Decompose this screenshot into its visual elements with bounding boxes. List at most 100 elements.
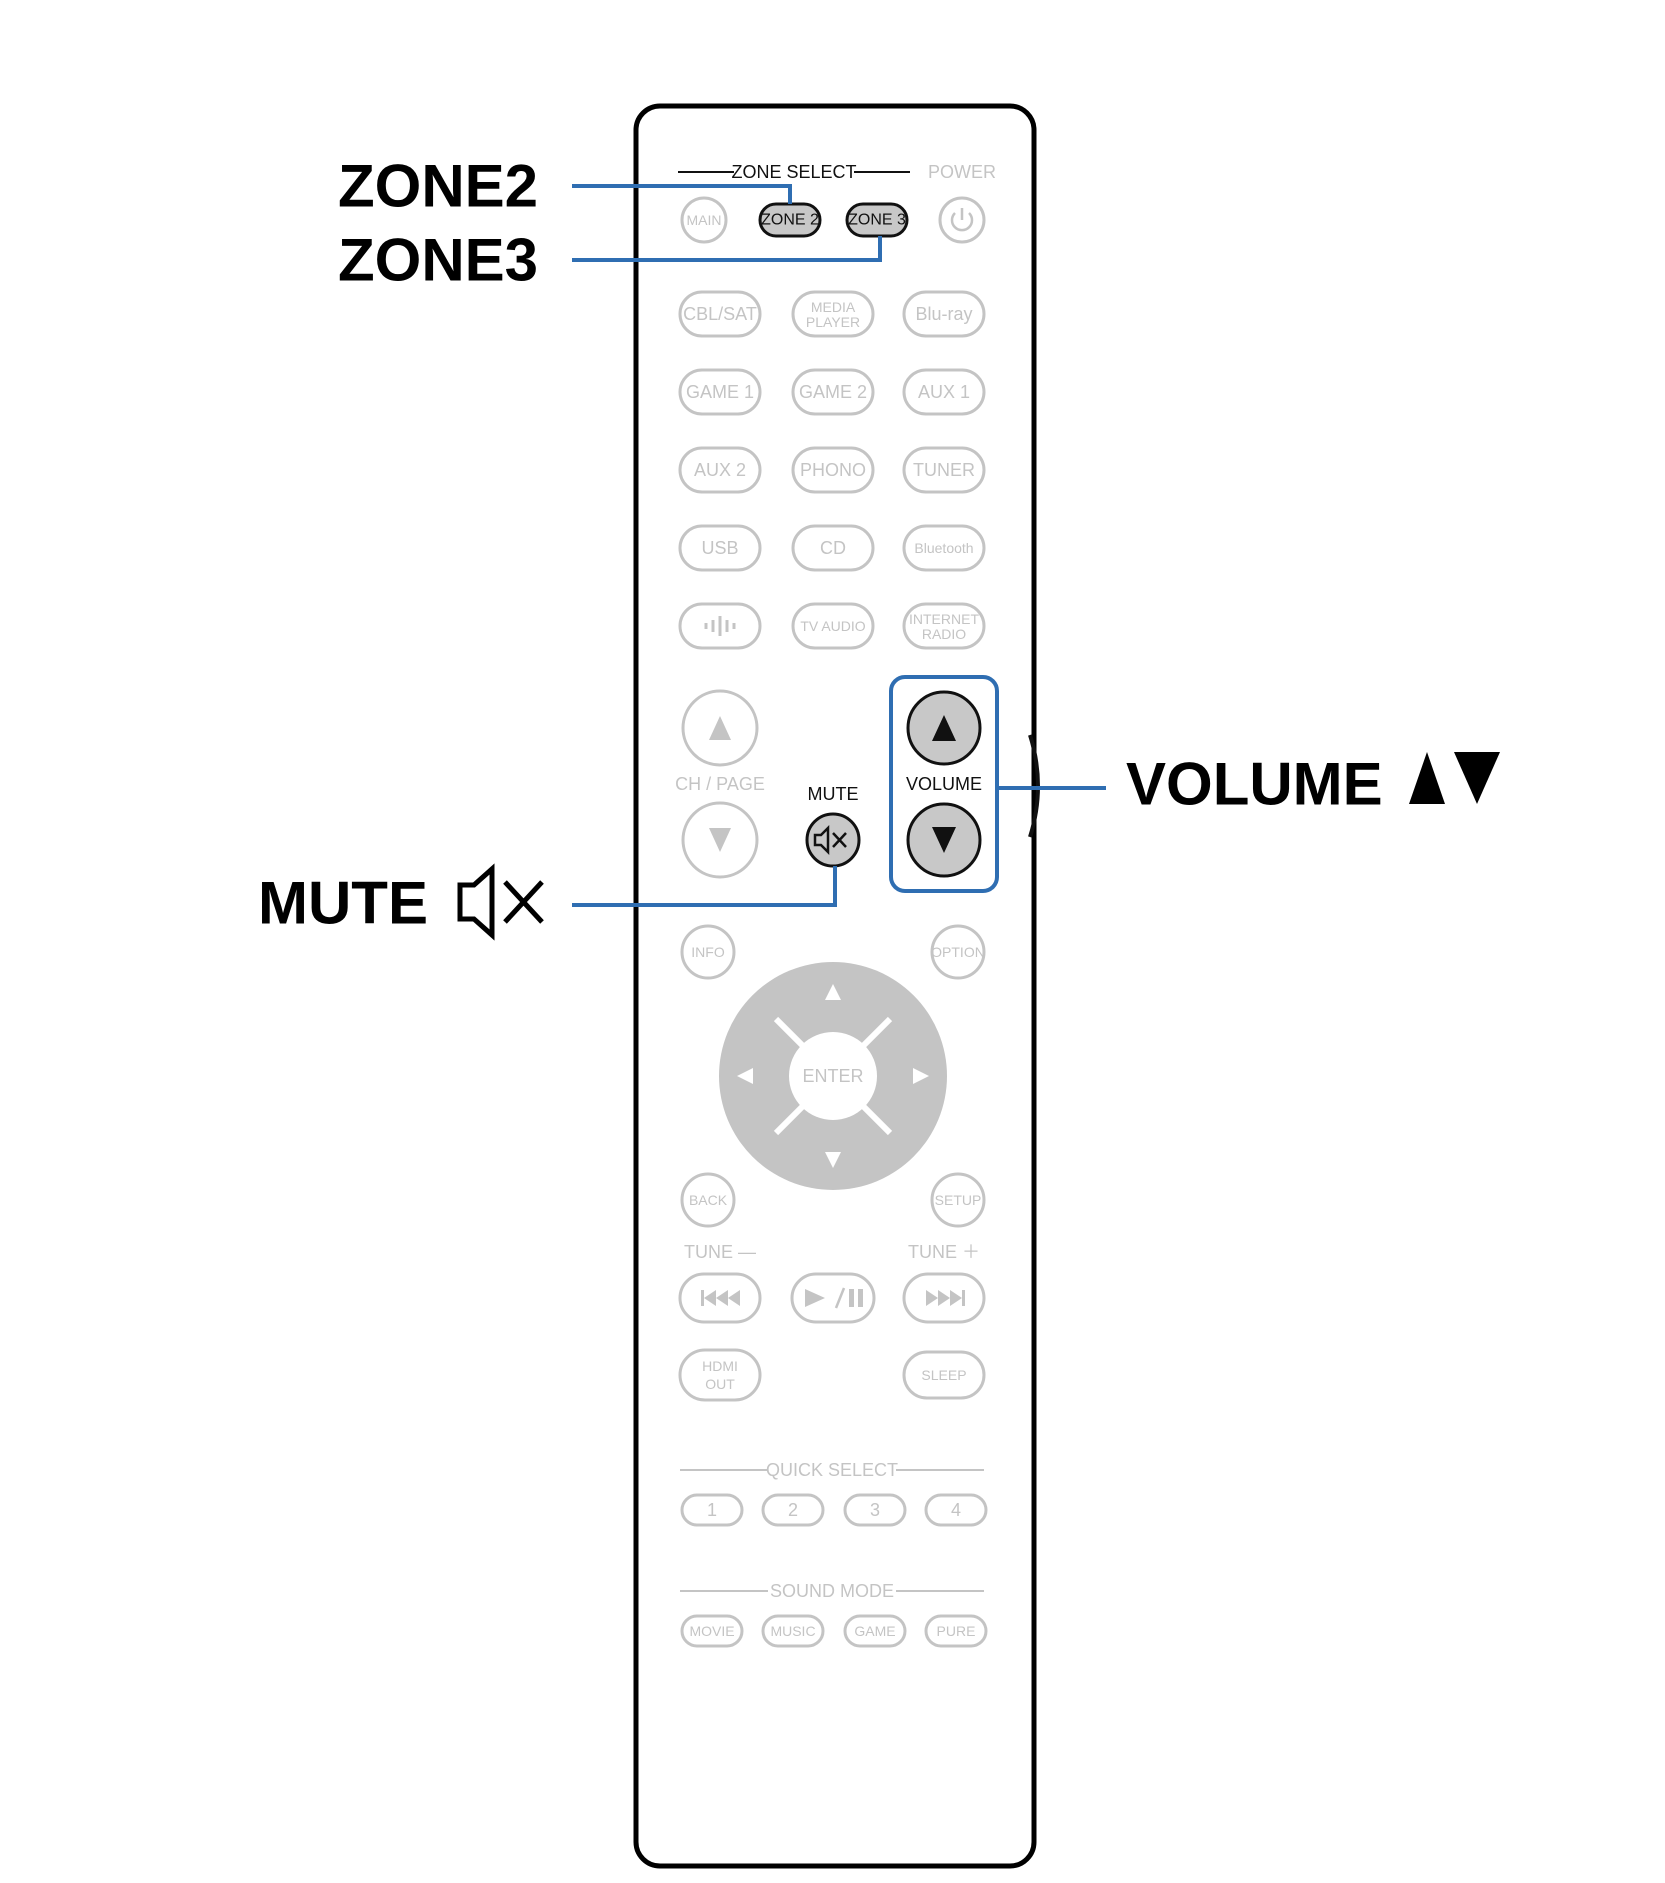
zone3-callout: ZONE3: [338, 227, 538, 294]
sound-wave-icon: [704, 616, 736, 636]
ch-page-up-button[interactable]: [681, 689, 759, 767]
svg-text:MAIN: MAIN: [687, 212, 722, 228]
game-1-button[interactable]: GAME 1: [678, 368, 762, 416]
quick-select-1-button[interactable]: 1: [680, 1493, 744, 1527]
volume-label: VOLUME: [906, 774, 982, 794]
phono-button[interactable]: PHONO: [791, 446, 875, 494]
bluetooth-button[interactable]: Bluetooth: [902, 524, 986, 572]
svg-text:OUT: OUT: [705, 1376, 735, 1392]
svg-text:SLEEP: SLEEP: [921, 1367, 966, 1383]
tuner-button[interactable]: TUNER: [902, 446, 986, 494]
cbl-sat-button[interactable]: CBL/SAT: [678, 290, 762, 338]
sound-mode-music-button[interactable]: MUSIC: [761, 1614, 825, 1648]
up-arrow-icon: [709, 716, 731, 740]
ch-page-label: CH / PAGE: [675, 774, 765, 794]
svg-text:MOVIE: MOVIE: [689, 1623, 734, 1639]
svg-text:PURE: PURE: [937, 1623, 976, 1639]
quick-select-label: QUICK SELECT: [766, 1460, 898, 1480]
blu-ray-button[interactable]: Blu-ray: [902, 290, 986, 338]
down-arrow-icon: [709, 828, 731, 852]
main-zone-button[interactable]: MAIN: [680, 196, 728, 244]
svg-text:GAME 1: GAME 1: [686, 382, 754, 402]
svg-text:TUNER: TUNER: [913, 460, 975, 480]
aux-2-button[interactable]: AUX 2: [678, 446, 762, 494]
direction-pad[interactable]: [719, 962, 947, 1190]
sound-mode-movie-button[interactable]: MOVIE: [680, 1614, 744, 1648]
svg-text:BACK: BACK: [689, 1192, 728, 1208]
svg-text:OPTION: OPTION: [931, 944, 985, 960]
svg-text:USB: USB: [701, 538, 738, 558]
mute-button[interactable]: [805, 812, 861, 868]
sound-mode-pure-button[interactable]: PURE: [924, 1614, 988, 1648]
down-arrow-icon: [932, 827, 956, 853]
dpad-left-icon: [737, 1068, 753, 1084]
skip-back-icon: [701, 1290, 740, 1306]
power-icon: [950, 208, 974, 232]
skip-forward-button[interactable]: [902, 1272, 986, 1324]
svg-text:ZONE 3: ZONE 3: [848, 212, 906, 229]
tv-audio-button[interactable]: TV AUDIO: [791, 602, 875, 650]
ch-page-down-button[interactable]: [681, 801, 759, 879]
volume-callout: VOLUME: [1126, 751, 1383, 818]
sound-mode-row: MOVIE MUSIC GAME PURE: [680, 1614, 988, 1648]
quick-select-4-button[interactable]: 4: [924, 1493, 988, 1527]
info-button[interactable]: INFO: [680, 924, 736, 980]
mute-label: MUTE: [808, 784, 859, 804]
zone3-leader-line: [572, 236, 882, 262]
sound-wave-button[interactable]: [678, 602, 762, 650]
tune-minus-label: TUNE —: [684, 1242, 756, 1262]
svg-text:1: 1: [707, 1500, 717, 1520]
zone2-leader-line: [572, 184, 792, 204]
svg-text:PLAYER: PLAYER: [806, 314, 860, 330]
quick-select-2-button[interactable]: 2: [761, 1493, 825, 1527]
power-label: POWER: [928, 162, 996, 182]
dpad-up-icon: [825, 984, 841, 1000]
svg-text:GAME: GAME: [854, 1623, 895, 1639]
play-pause-button[interactable]: [790, 1272, 876, 1324]
mute-leader-line: [572, 866, 837, 907]
zone2-button[interactable]: ZONE 2: [758, 202, 822, 238]
aux-1-button[interactable]: AUX 1: [902, 368, 986, 416]
svg-text:SETUP: SETUP: [935, 1192, 982, 1208]
power-button[interactable]: [938, 196, 986, 244]
back-button[interactable]: BACK: [680, 1172, 736, 1228]
volume-down-button[interactable]: [906, 802, 982, 878]
setup-button[interactable]: SETUP: [930, 1172, 986, 1228]
quick-select-row: 1 2 3 4: [680, 1493, 988, 1527]
option-button[interactable]: OPTION: [930, 924, 986, 980]
svg-text:ZONE 2: ZONE 2: [761, 212, 819, 229]
svg-text:TV AUDIO: TV AUDIO: [800, 618, 865, 634]
zone-select-label: ZONE SELECT: [731, 162, 856, 182]
usb-button[interactable]: USB: [678, 524, 762, 572]
svg-text:RADIO: RADIO: [922, 626, 966, 642]
svg-text:HDMI: HDMI: [702, 1358, 738, 1374]
quick-select-3-button[interactable]: 3: [843, 1493, 907, 1527]
svg-text:4: 4: [951, 1500, 961, 1520]
svg-text:PHONO: PHONO: [800, 460, 866, 480]
sleep-button[interactable]: SLEEP: [902, 1350, 986, 1400]
svg-text:AUX 2: AUX 2: [694, 460, 746, 480]
enter-button[interactable]: ENTER: [802, 1066, 863, 1086]
mute-callout: MUTE: [258, 870, 428, 937]
hdmi-out-button[interactable]: HDMI OUT: [678, 1348, 762, 1402]
sound-mode-game-button[interactable]: GAME: [843, 1614, 907, 1648]
dpad-right-icon: [913, 1068, 929, 1084]
svg-text:Blu-ray: Blu-ray: [915, 304, 972, 324]
volume-up-button[interactable]: [906, 690, 982, 766]
cd-button[interactable]: CD: [791, 524, 875, 572]
skip-back-button[interactable]: [678, 1272, 762, 1324]
zone2-callout: ZONE2: [338, 153, 538, 220]
svg-text:CBL/SAT: CBL/SAT: [683, 304, 757, 324]
svg-text:2: 2: [788, 1500, 798, 1520]
svg-text:MEDIA: MEDIA: [811, 299, 856, 315]
svg-text:3: 3: [870, 1500, 880, 1520]
dpad-down-icon: [825, 1152, 841, 1168]
tune-plus-label: TUNE ＋: [908, 1242, 980, 1262]
zone3-button[interactable]: ZONE 3: [845, 202, 909, 238]
game-2-button[interactable]: GAME 2: [791, 368, 875, 416]
svg-text:Bluetooth: Bluetooth: [914, 540, 973, 556]
